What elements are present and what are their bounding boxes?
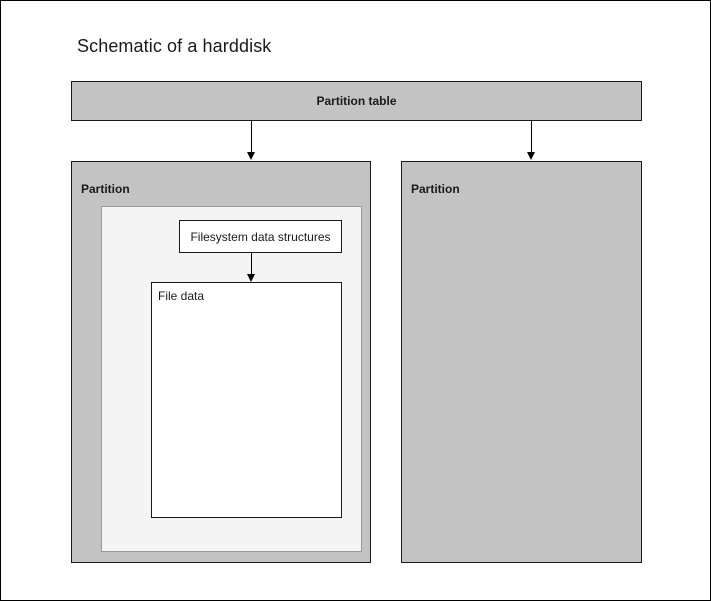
arrow-head-icon [527,152,535,160]
arrow-line [251,121,252,153]
file-data-label: File data [158,289,205,303]
arrow-head-icon [247,152,255,160]
partition-table-block[interactable]: Partition table [71,81,642,121]
filesystem-data-structures-block[interactable]: Filesystem data structures [179,220,342,253]
file-data-block[interactable]: File data [151,282,342,518]
arrow-line [251,253,252,275]
filesystem-data-structures-label: Filesystem data structures [190,229,331,244]
partition-left-label: Partition [81,182,130,196]
partition-right-label: Partition [411,182,460,196]
partition-block-right[interactable]: Partition [401,161,642,563]
arrow-line [531,121,532,153]
page-title: Schematic of a harddisk [77,36,272,56]
partition-table-label: Partition table [316,94,397,108]
arrow-head-icon [247,274,255,282]
